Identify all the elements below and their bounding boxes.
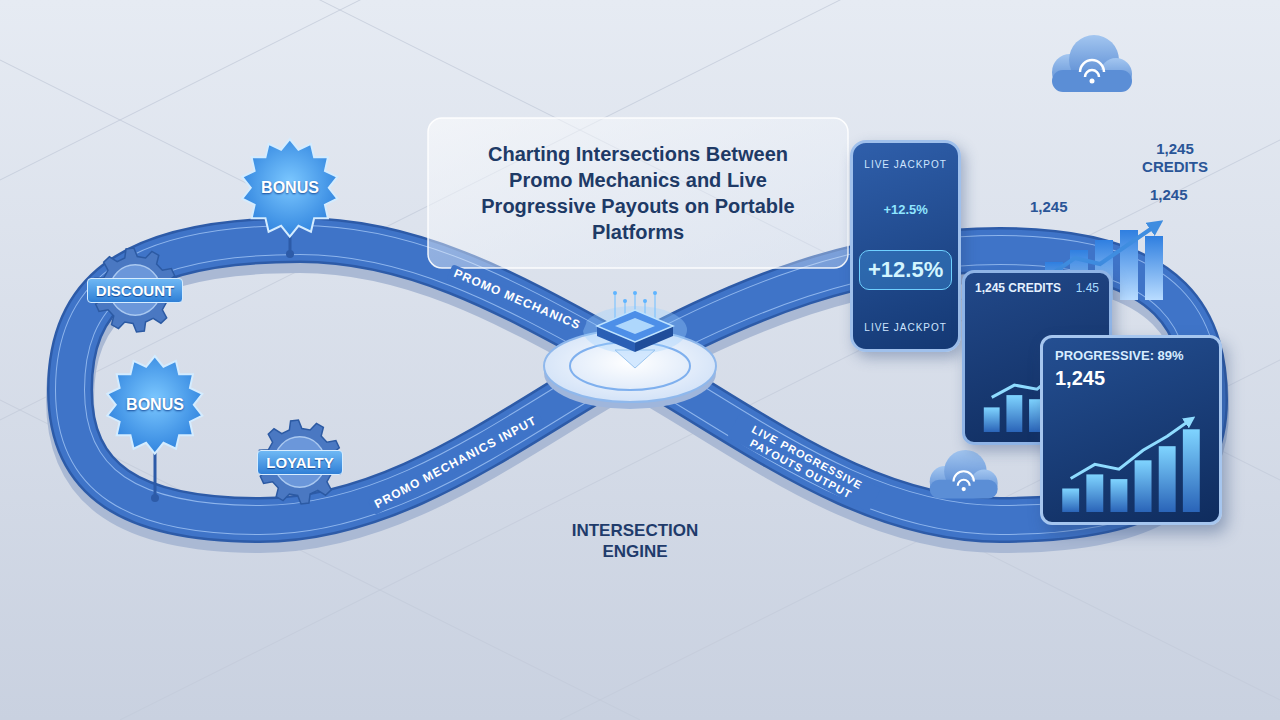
chart-bar xyxy=(1006,395,1022,432)
phone-text: +12.5% xyxy=(883,202,927,217)
star-badge xyxy=(242,139,337,237)
title-panel xyxy=(428,118,848,268)
data-dot xyxy=(633,291,637,295)
phone-node: LIVE JACKPOT +12.5% LIVE JACKPOT +12.5% xyxy=(850,140,961,352)
phone-text: LIVE JACKPOT xyxy=(864,322,947,333)
chip-glow xyxy=(583,306,687,354)
wifi-dot xyxy=(962,487,966,491)
title: Charting Intersections Between Promo Mec… xyxy=(428,118,848,268)
chart-bar xyxy=(1062,489,1079,513)
pill-text: +12.5% xyxy=(868,257,943,283)
chart-bar xyxy=(984,407,1000,432)
chip-core xyxy=(615,318,655,334)
crystal xyxy=(615,350,655,368)
data-dot xyxy=(653,291,657,295)
badge-pin-dot xyxy=(151,494,159,502)
data-dot xyxy=(623,299,627,303)
gear-text: DISCOUNT xyxy=(87,278,183,303)
chart-bar xyxy=(1159,446,1176,512)
star-text: BONUS xyxy=(126,396,184,414)
wifi-dot xyxy=(1090,79,1095,84)
infinity-track xyxy=(70,240,1205,529)
phone-text: LIVE JACKPOT xyxy=(864,159,947,170)
trend-arrow xyxy=(1071,419,1192,478)
tab1-text: 1.45 xyxy=(1076,281,1099,295)
data-dot xyxy=(643,299,647,303)
gear-text: LOYALTY xyxy=(257,450,343,475)
wifi-symbol xyxy=(954,471,974,485)
cloud-icon xyxy=(930,450,998,498)
track-shadow xyxy=(70,249,1205,529)
data-dot xyxy=(613,291,617,295)
tab2-text: PROGRESSIVE: 89% xyxy=(1055,348,1184,363)
tab2-text: 1,245 xyxy=(1055,367,1105,390)
cloud-icon xyxy=(1052,35,1132,92)
gear-node: LOYALTY xyxy=(242,418,358,506)
gear-node: DISCOUNT xyxy=(72,246,198,334)
tab1-text: 1,245 CREDITS xyxy=(975,281,1061,295)
track-label: LIVE PROGRESSIVE PAYOUTS OUTPUT xyxy=(727,413,881,512)
cloud-part xyxy=(1052,70,1132,92)
chart-bar xyxy=(1110,479,1127,512)
tab2-node: PROGRESSIVE: 89% 1,245 xyxy=(1040,335,1222,525)
pill-node: +12.5% xyxy=(859,250,952,290)
star-node: BONUS xyxy=(239,137,341,239)
track-surface xyxy=(70,240,1205,520)
cloud-part xyxy=(930,480,998,499)
chart-bar xyxy=(1135,460,1152,512)
screen-chart xyxy=(1051,410,1211,514)
badge-pin-dot xyxy=(286,250,294,258)
chart-bar xyxy=(1086,474,1103,512)
star-badge xyxy=(107,356,202,454)
chart-bar xyxy=(1183,429,1200,512)
engine-text: INTERSECTION ENGINE xyxy=(560,521,710,562)
wifi-symbol xyxy=(1080,60,1104,77)
track-label: PROMO MECHANICS xyxy=(447,264,588,336)
star-text: BONUS xyxy=(261,179,319,197)
value-label: 1,245 xyxy=(1030,198,1068,215)
value-label: 1,245 xyxy=(1150,186,1188,203)
gear-body xyxy=(258,420,342,504)
star-node: BONUS xyxy=(104,354,206,456)
bar xyxy=(1145,236,1163,300)
track-lane-lines xyxy=(70,240,1205,520)
value-label: 1,245 CREDITS xyxy=(1136,140,1214,176)
chip-top xyxy=(597,310,673,342)
track-lane xyxy=(70,240,1205,520)
track-label: PROMO MECHANICS INPUT xyxy=(368,411,545,515)
track-edge xyxy=(70,240,1205,520)
badge-pin xyxy=(154,452,157,496)
